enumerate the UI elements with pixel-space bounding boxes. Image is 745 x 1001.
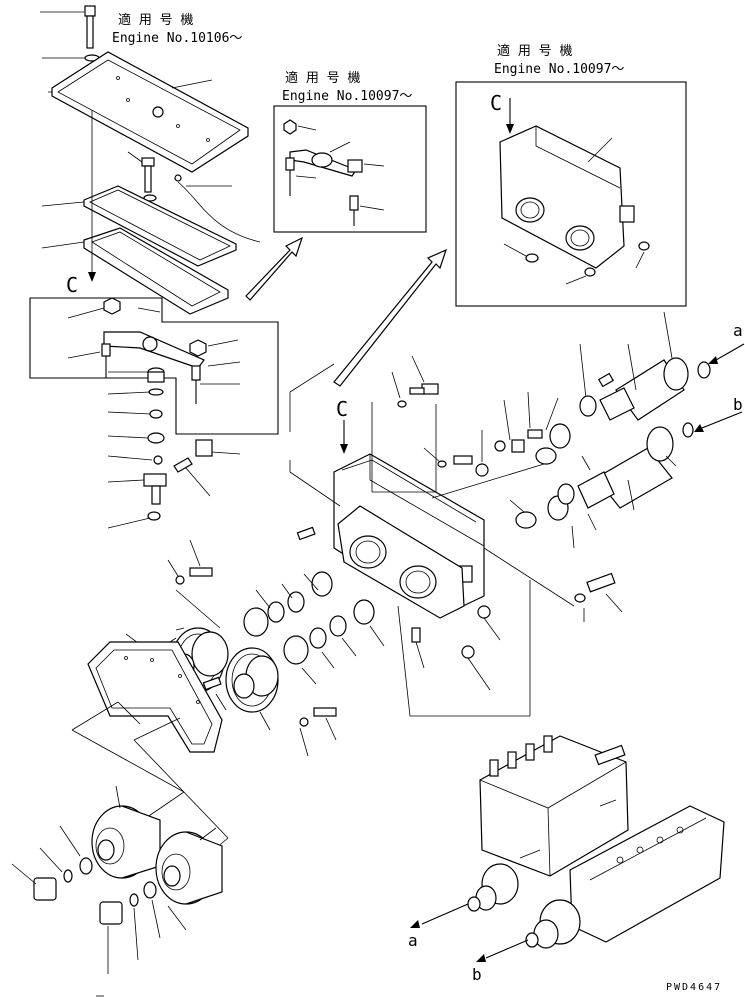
view-label-c-center: C (336, 397, 348, 421)
cover-plate-group (40, 5, 261, 315)
shaft-ref-b-top: b (733, 395, 743, 414)
drawing-code: PWD4647 (666, 982, 722, 993)
arrow-to-inset-right (333, 248, 447, 387)
spring-seat-stack (107, 367, 241, 529)
gear-assembly (125, 526, 385, 757)
inset-housing-box: C (455, 81, 687, 307)
note-engine-number: Engine No.10106～ (112, 31, 242, 46)
cover-plate (51, 51, 249, 173)
gear-housing: C (289, 355, 623, 717)
note-engine-number: Engine No.10097～ (282, 89, 412, 104)
gasket-upper (83, 185, 237, 267)
camshaft-assembly: a b (547, 311, 745, 549)
note-title: 適 用 号 機 (118, 12, 193, 28)
shaft-ref-b-bottom: b (472, 965, 482, 984)
engine-note-3: 適 用 号 機 Engine No.10097～ (494, 43, 624, 77)
injection-pump (467, 735, 725, 949)
pump-shaft-refs: a b (408, 903, 529, 984)
shaft-ref-a-top: a (733, 321, 743, 340)
bolt-shank (86, 15, 94, 49)
engine-note-2: 適 用 号 機 Engine No.10097～ (282, 70, 412, 104)
gasket-lower (83, 227, 229, 315)
engine-note-1: 適 用 号 機 Engine No.10106～ (112, 12, 242, 46)
note-title: 適 用 号 機 (285, 70, 360, 86)
bolt-head (84, 5, 96, 17)
front-gasket (71, 641, 223, 753)
shaft-ref-a-bottom: a (408, 931, 418, 950)
arrow-to-inset-center (245, 236, 304, 301)
drive-couplings (11, 729, 229, 997)
note-engine-number: Engine No.10097～ (494, 62, 624, 77)
view-label-c-right: C (490, 91, 502, 115)
view-label-c-left: C (66, 273, 78, 297)
inset-rocker-box (273, 105, 427, 233)
rocker-assembly-box (29, 297, 279, 435)
note-title: 適 用 号 機 (497, 43, 572, 59)
